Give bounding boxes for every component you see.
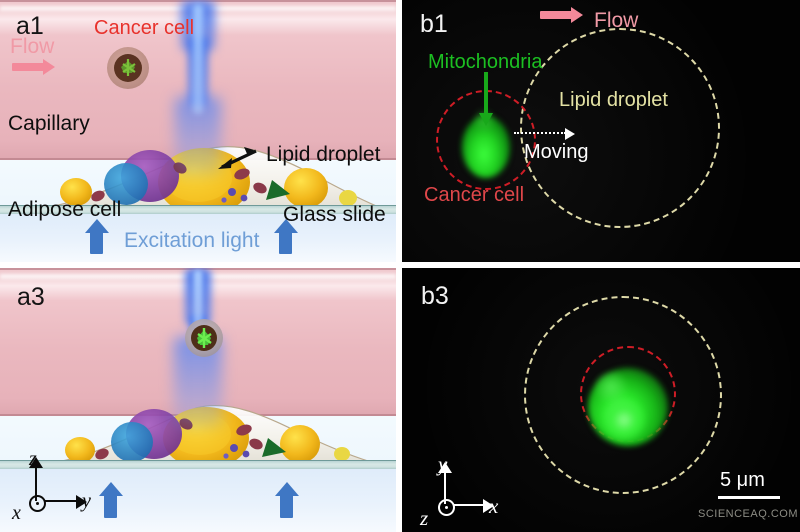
capillary-top-edge: [0, 268, 396, 270]
axis-label-x: x: [489, 494, 499, 518]
a1-capillary-lumen: [0, 0, 396, 160]
b1-flow-label: Flow: [594, 9, 639, 32]
axis-label-x: x: [12, 502, 21, 524]
axis-x-head: [483, 499, 494, 513]
watermark: SCIENCEAQ.COM: [698, 508, 799, 520]
a3-axis-indicator: z y x: [12, 448, 94, 524]
panel-b1: b1 Flow Mitochondria Lipid droplet Movin…: [402, 0, 800, 262]
a1-flow-label: Flow: [10, 35, 55, 58]
axis-label-y: y: [438, 452, 448, 476]
a1-lipid-pointer-icon: [200, 145, 260, 180]
a3-adipose-cell: [44, 402, 380, 469]
a1-cancer-cell-graphic: [105, 45, 151, 96]
a1-excitation-band: [0, 214, 396, 262]
a3-trapped-cell-graphic: [184, 318, 224, 363]
panel-label-b1: b1: [420, 10, 448, 38]
a3-excitation-arrow-right-icon: [280, 495, 293, 518]
axis-x-out-of-plane-icon: [29, 495, 46, 512]
capillary-highlight: [0, 274, 396, 279]
axis-x-line: [453, 504, 485, 506]
axis-y-line: [444, 472, 446, 504]
b1-lipid-droplet-outline: [520, 28, 720, 228]
b1-moving-arrow-icon: [514, 128, 575, 140]
a1-lipid-label: Lipid droplet: [266, 143, 381, 166]
axis-label-y: y: [82, 490, 91, 512]
b1-flow-arrow-icon: [540, 11, 572, 19]
a3-excitation-arrow-left-icon: [104, 495, 117, 518]
b3-axis-indicator: y x z: [420, 452, 499, 530]
axis-z-out-of-plane-icon: [438, 499, 455, 516]
b3-mitochondria-lobe: [594, 372, 628, 402]
a1-flow-arrow-icon: [12, 63, 44, 71]
b1-cancer-cell-label: Cancer cell: [424, 184, 525, 206]
panel-a3: a3 z y x: [0, 268, 396, 532]
axis-y-head: [76, 495, 87, 509]
axis-z-head: [29, 457, 43, 468]
a1-cancer-cell-label: Cancer cell: [94, 17, 195, 39]
a1-excitation-arrow-right-icon: [279, 232, 292, 254]
a1-excitation-label: Excitation light: [124, 229, 260, 252]
panel-label-b3: b3: [421, 282, 449, 310]
a1-adipose-cell: [28, 140, 388, 216]
b1-mitochondria-label: Mitochondria: [428, 51, 543, 73]
axis-y-head: [438, 462, 452, 473]
b1-mitochondria-pointer-icon: [484, 72, 488, 114]
axis-y-line: [44, 500, 78, 502]
axis-z-line: [35, 467, 37, 501]
a1-capillary-label: Capillary: [8, 112, 90, 135]
b1-moving-label: Moving: [524, 141, 589, 163]
panel-label-a1: a1: [16, 12, 44, 40]
b3-scale-bar: [718, 496, 780, 499]
axis-label-z: z: [29, 448, 37, 470]
panel-b3: b3 y x z 5 μm SCIENCEAQ.COM: [402, 268, 800, 532]
panel-label-a3: a3: [17, 283, 45, 311]
b3-lipid-droplet-outline: [524, 296, 722, 494]
b1-lipid-droplet-label: Lipid droplet: [559, 89, 668, 111]
capillary-highlight: [0, 6, 396, 11]
a1-adipose-label: Adipose cell: [8, 198, 122, 221]
b3-mitochondria-core: [602, 400, 646, 440]
capillary-top-edge: [0, 0, 396, 2]
a1-excitation-arrow-left-icon: [90, 232, 103, 254]
axis-label-z: z: [420, 506, 429, 530]
panel-a1: a1 Flow Cancer cell Capillary Adipose ce…: [0, 0, 396, 262]
b3-scale-bar-label: 5 μm: [720, 469, 765, 491]
a1-glass-slide-label: Glass slide: [283, 203, 386, 226]
